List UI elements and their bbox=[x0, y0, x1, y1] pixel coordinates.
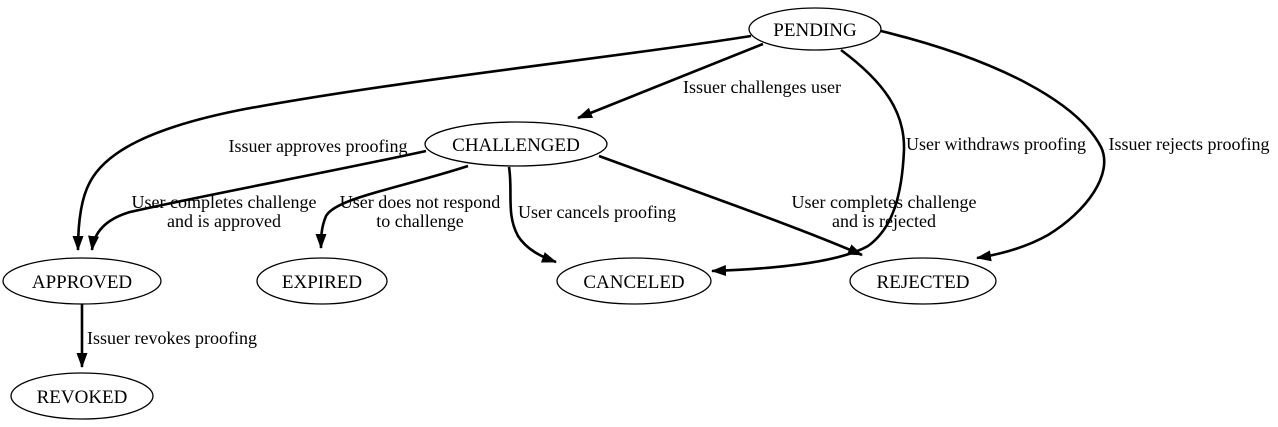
edge-challenged-approved: User completes challenge and is approved bbox=[88, 149, 427, 251]
edge-label: Issuer approves proofing bbox=[229, 136, 408, 156]
edge-line bbox=[577, 42, 764, 120]
node-canceled: CANCELED bbox=[556, 257, 712, 305]
edge-label-line2: and is rejected bbox=[832, 211, 936, 231]
state-label: REJECTED bbox=[877, 272, 970, 293]
node-approved: APPROVED bbox=[2, 257, 162, 305]
edge-label: Issuer challenges user bbox=[683, 77, 841, 97]
edge-challenged-canceled: User cancels proofing bbox=[507, 166, 676, 264]
state-label: PENDING bbox=[773, 20, 857, 41]
state-label: EXPIRED bbox=[282, 272, 362, 293]
state-ellipse bbox=[2, 257, 162, 305]
state-ellipse bbox=[748, 7, 882, 51]
edge-challenged-rejected: User completes challenge and is rejected bbox=[598, 154, 977, 257]
edge-challenged-expired: User does not respond to challenge bbox=[315, 164, 500, 249]
state-label: CHALLENGED bbox=[452, 135, 580, 156]
edge-pending-canceled: User withdraws proofing bbox=[711, 48, 1086, 277]
edge-line bbox=[315, 164, 469, 249]
edge-pending-challenged: Issuer challenges user bbox=[577, 42, 841, 120]
edge-pending-approved: Issuer approves proofing bbox=[72, 34, 752, 251]
edge-label-line1: User does not respond bbox=[340, 192, 500, 212]
state-ellipse bbox=[256, 257, 388, 305]
node-revoked: REVOKED bbox=[10, 372, 154, 420]
edge-line bbox=[711, 48, 906, 277]
edge-label-line1: User completes challenge bbox=[792, 192, 977, 212]
edge-line bbox=[507, 166, 557, 264]
edge-label-line2: and is approved bbox=[167, 211, 281, 231]
node-expired: EXPIRED bbox=[256, 257, 388, 305]
node-rejected: REJECTED bbox=[849, 257, 997, 305]
edge-approved-revoked: Issuer revokes proofing bbox=[76, 304, 257, 368]
edge-pending-rejected: Issuer rejects proofing bbox=[880, 29, 1270, 262]
edge-line bbox=[880, 29, 1106, 262]
edge-label: User withdraws proofing bbox=[906, 134, 1086, 154]
edge-label-line1: User completes challenge bbox=[132, 192, 317, 212]
edge-label: Issuer rejects proofing bbox=[1109, 134, 1270, 154]
edge-label-line2: to challenge bbox=[376, 211, 463, 231]
state-ellipse bbox=[849, 257, 997, 305]
node-challenged: CHALLENGED bbox=[424, 121, 608, 167]
state-label: REVOKED bbox=[37, 387, 128, 408]
state-ellipse bbox=[10, 372, 154, 420]
node-pending: PENDING bbox=[748, 7, 882, 51]
state-ellipse bbox=[424, 121, 608, 167]
edge-line bbox=[88, 149, 427, 251]
edge-line bbox=[72, 34, 752, 251]
edge-label: User cancels proofing bbox=[518, 202, 676, 222]
edge-line bbox=[598, 154, 863, 257]
state-label: APPROVED bbox=[32, 272, 132, 293]
state-ellipse bbox=[556, 257, 712, 305]
state-label: CANCELED bbox=[583, 272, 684, 293]
edge-label: Issuer revokes proofing bbox=[87, 328, 257, 348]
